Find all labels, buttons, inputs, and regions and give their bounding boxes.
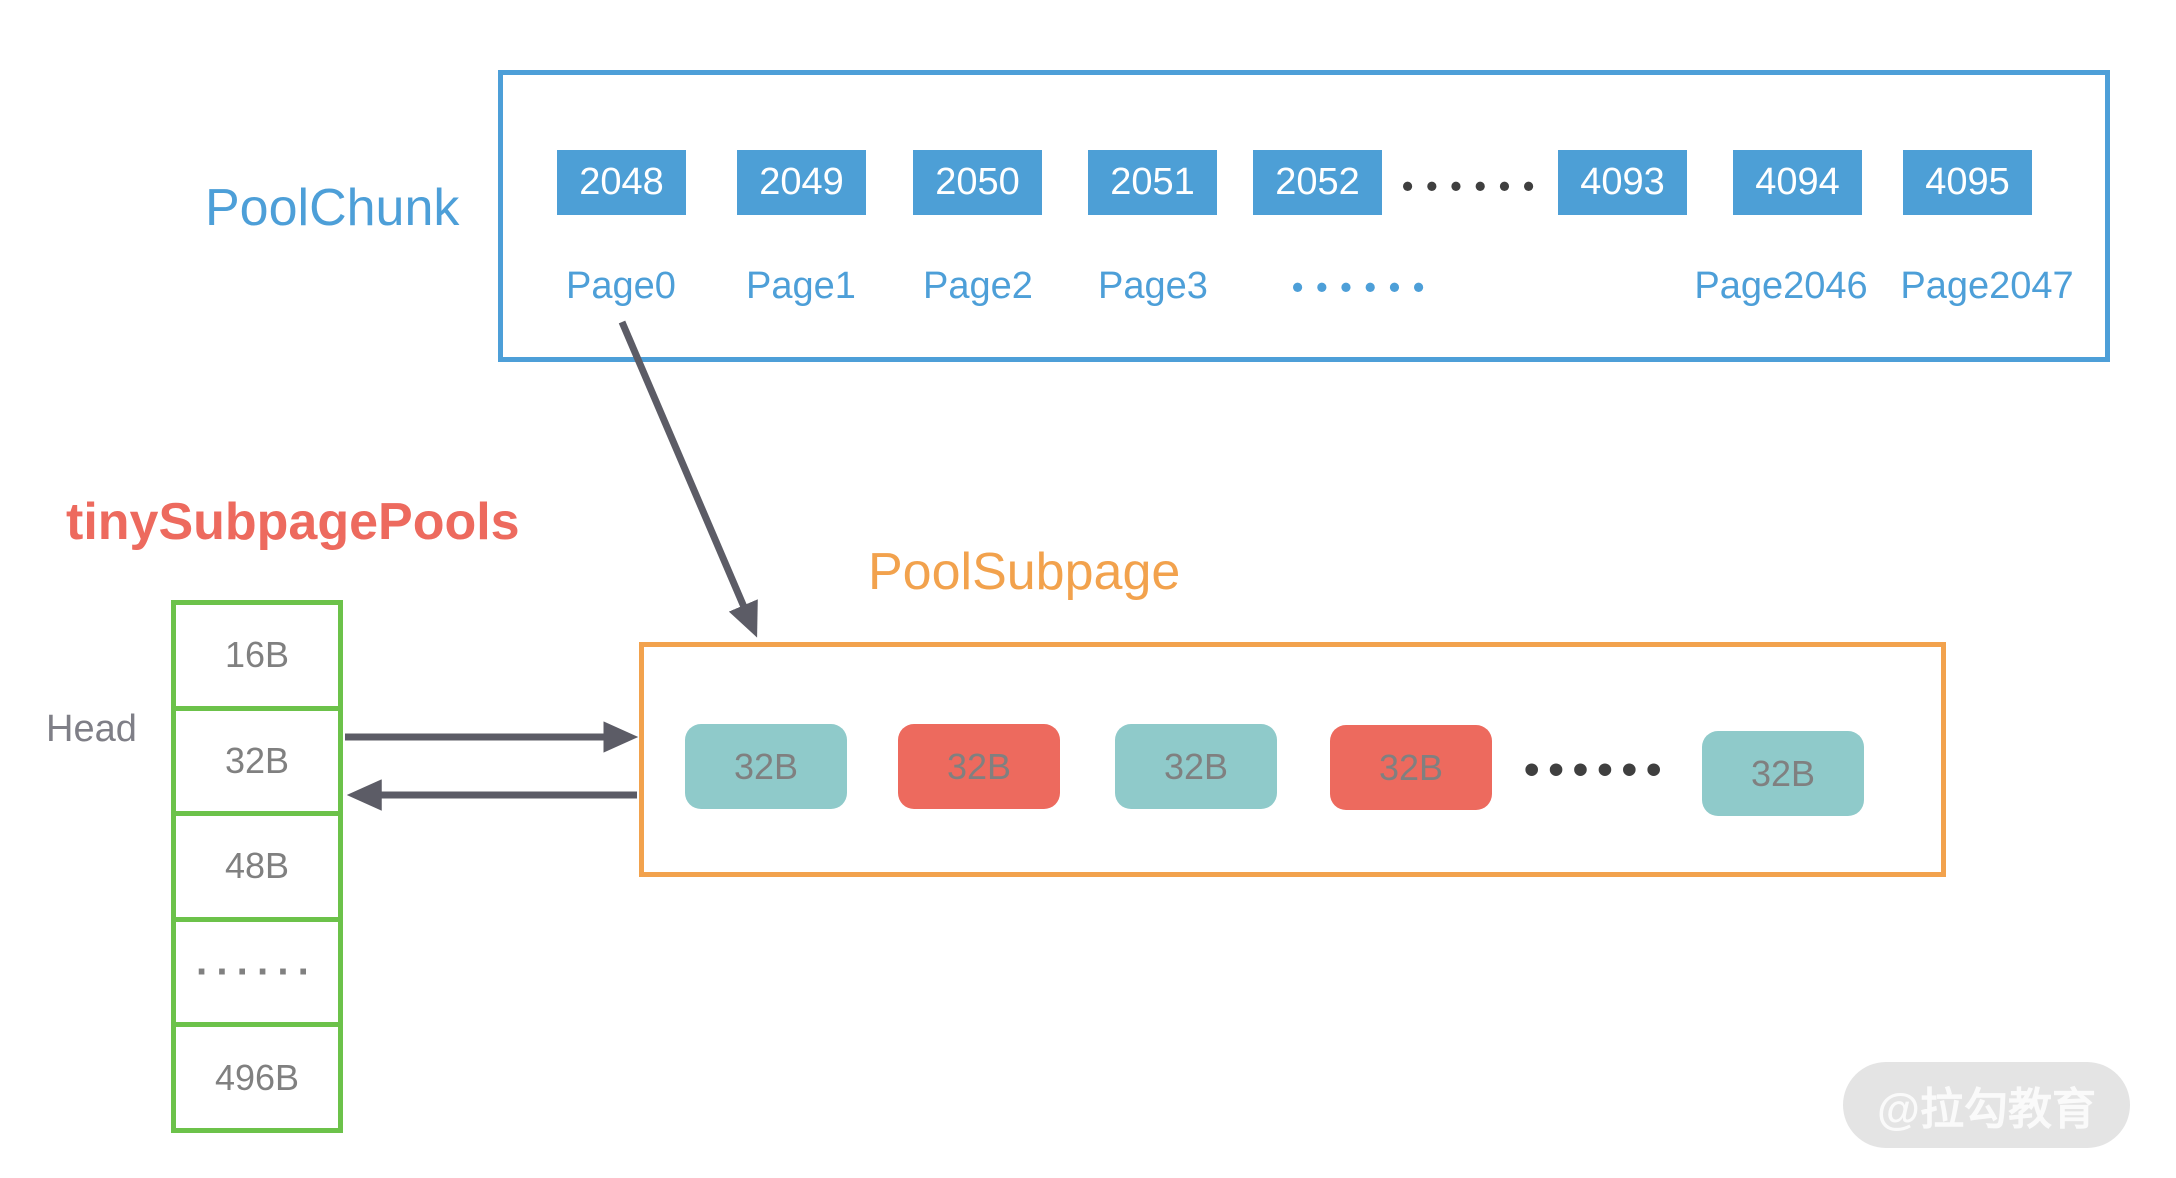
page-label: Page2046: [1694, 265, 1868, 307]
size-row: 48B: [176, 816, 338, 922]
page-block: 4095: [1903, 150, 2032, 215]
pool-chunk-box: [498, 70, 2110, 362]
ellipsis-dots: ••••••: [1402, 168, 1548, 204]
page-block: 4093: [1558, 150, 1687, 215]
size-row: 32B: [176, 711, 338, 817]
page-block: 2051: [1088, 150, 1217, 215]
page-block: 2052: [1253, 150, 1382, 215]
pool-chunk-title: PoolChunk: [205, 179, 460, 237]
pool-subpage-title: PoolSubpage: [868, 543, 1181, 601]
watermark-text: @拉勾教育: [1877, 1085, 2096, 1134]
subpage-slot: 32B: [898, 724, 1060, 809]
page-label: Page0: [566, 265, 676, 307]
size-row: ······: [176, 922, 338, 1028]
tiny-subpage-pools-title: tinySubpagePools: [66, 493, 520, 551]
subpage-slot: 32B: [685, 724, 847, 809]
size-row: 496B: [214, 1056, 300, 1098]
subpage-slot: 32B: [1115, 724, 1277, 809]
ellipsis-dots: ······: [196, 950, 318, 995]
page-label: Page2047: [1900, 265, 2074, 307]
subpage-slot: 32B: [1702, 731, 1864, 816]
page-block: 2048: [557, 150, 686, 215]
page-block: 2049: [737, 150, 866, 215]
subpage-slot: 32B: [1330, 725, 1492, 810]
watermark-badge: @拉勾教育: [1843, 1062, 2130, 1148]
ellipsis-dots: ••••••: [1524, 745, 1671, 794]
ellipsis-dots: ••••••: [1292, 269, 1438, 305]
page-label: Page2: [923, 265, 1033, 307]
page-block: 2050: [913, 150, 1042, 215]
size-row: 16B: [176, 605, 338, 711]
page-label: Page1: [746, 265, 856, 307]
page0-to-subpage-arrow: [618, 320, 758, 638]
page-block: 4094: [1733, 150, 1862, 215]
page-label: Page3: [1098, 265, 1208, 307]
size-class-table: 16B 32B 48B ······ 496B: [171, 600, 343, 1133]
head-label: Head: [46, 708, 137, 750]
